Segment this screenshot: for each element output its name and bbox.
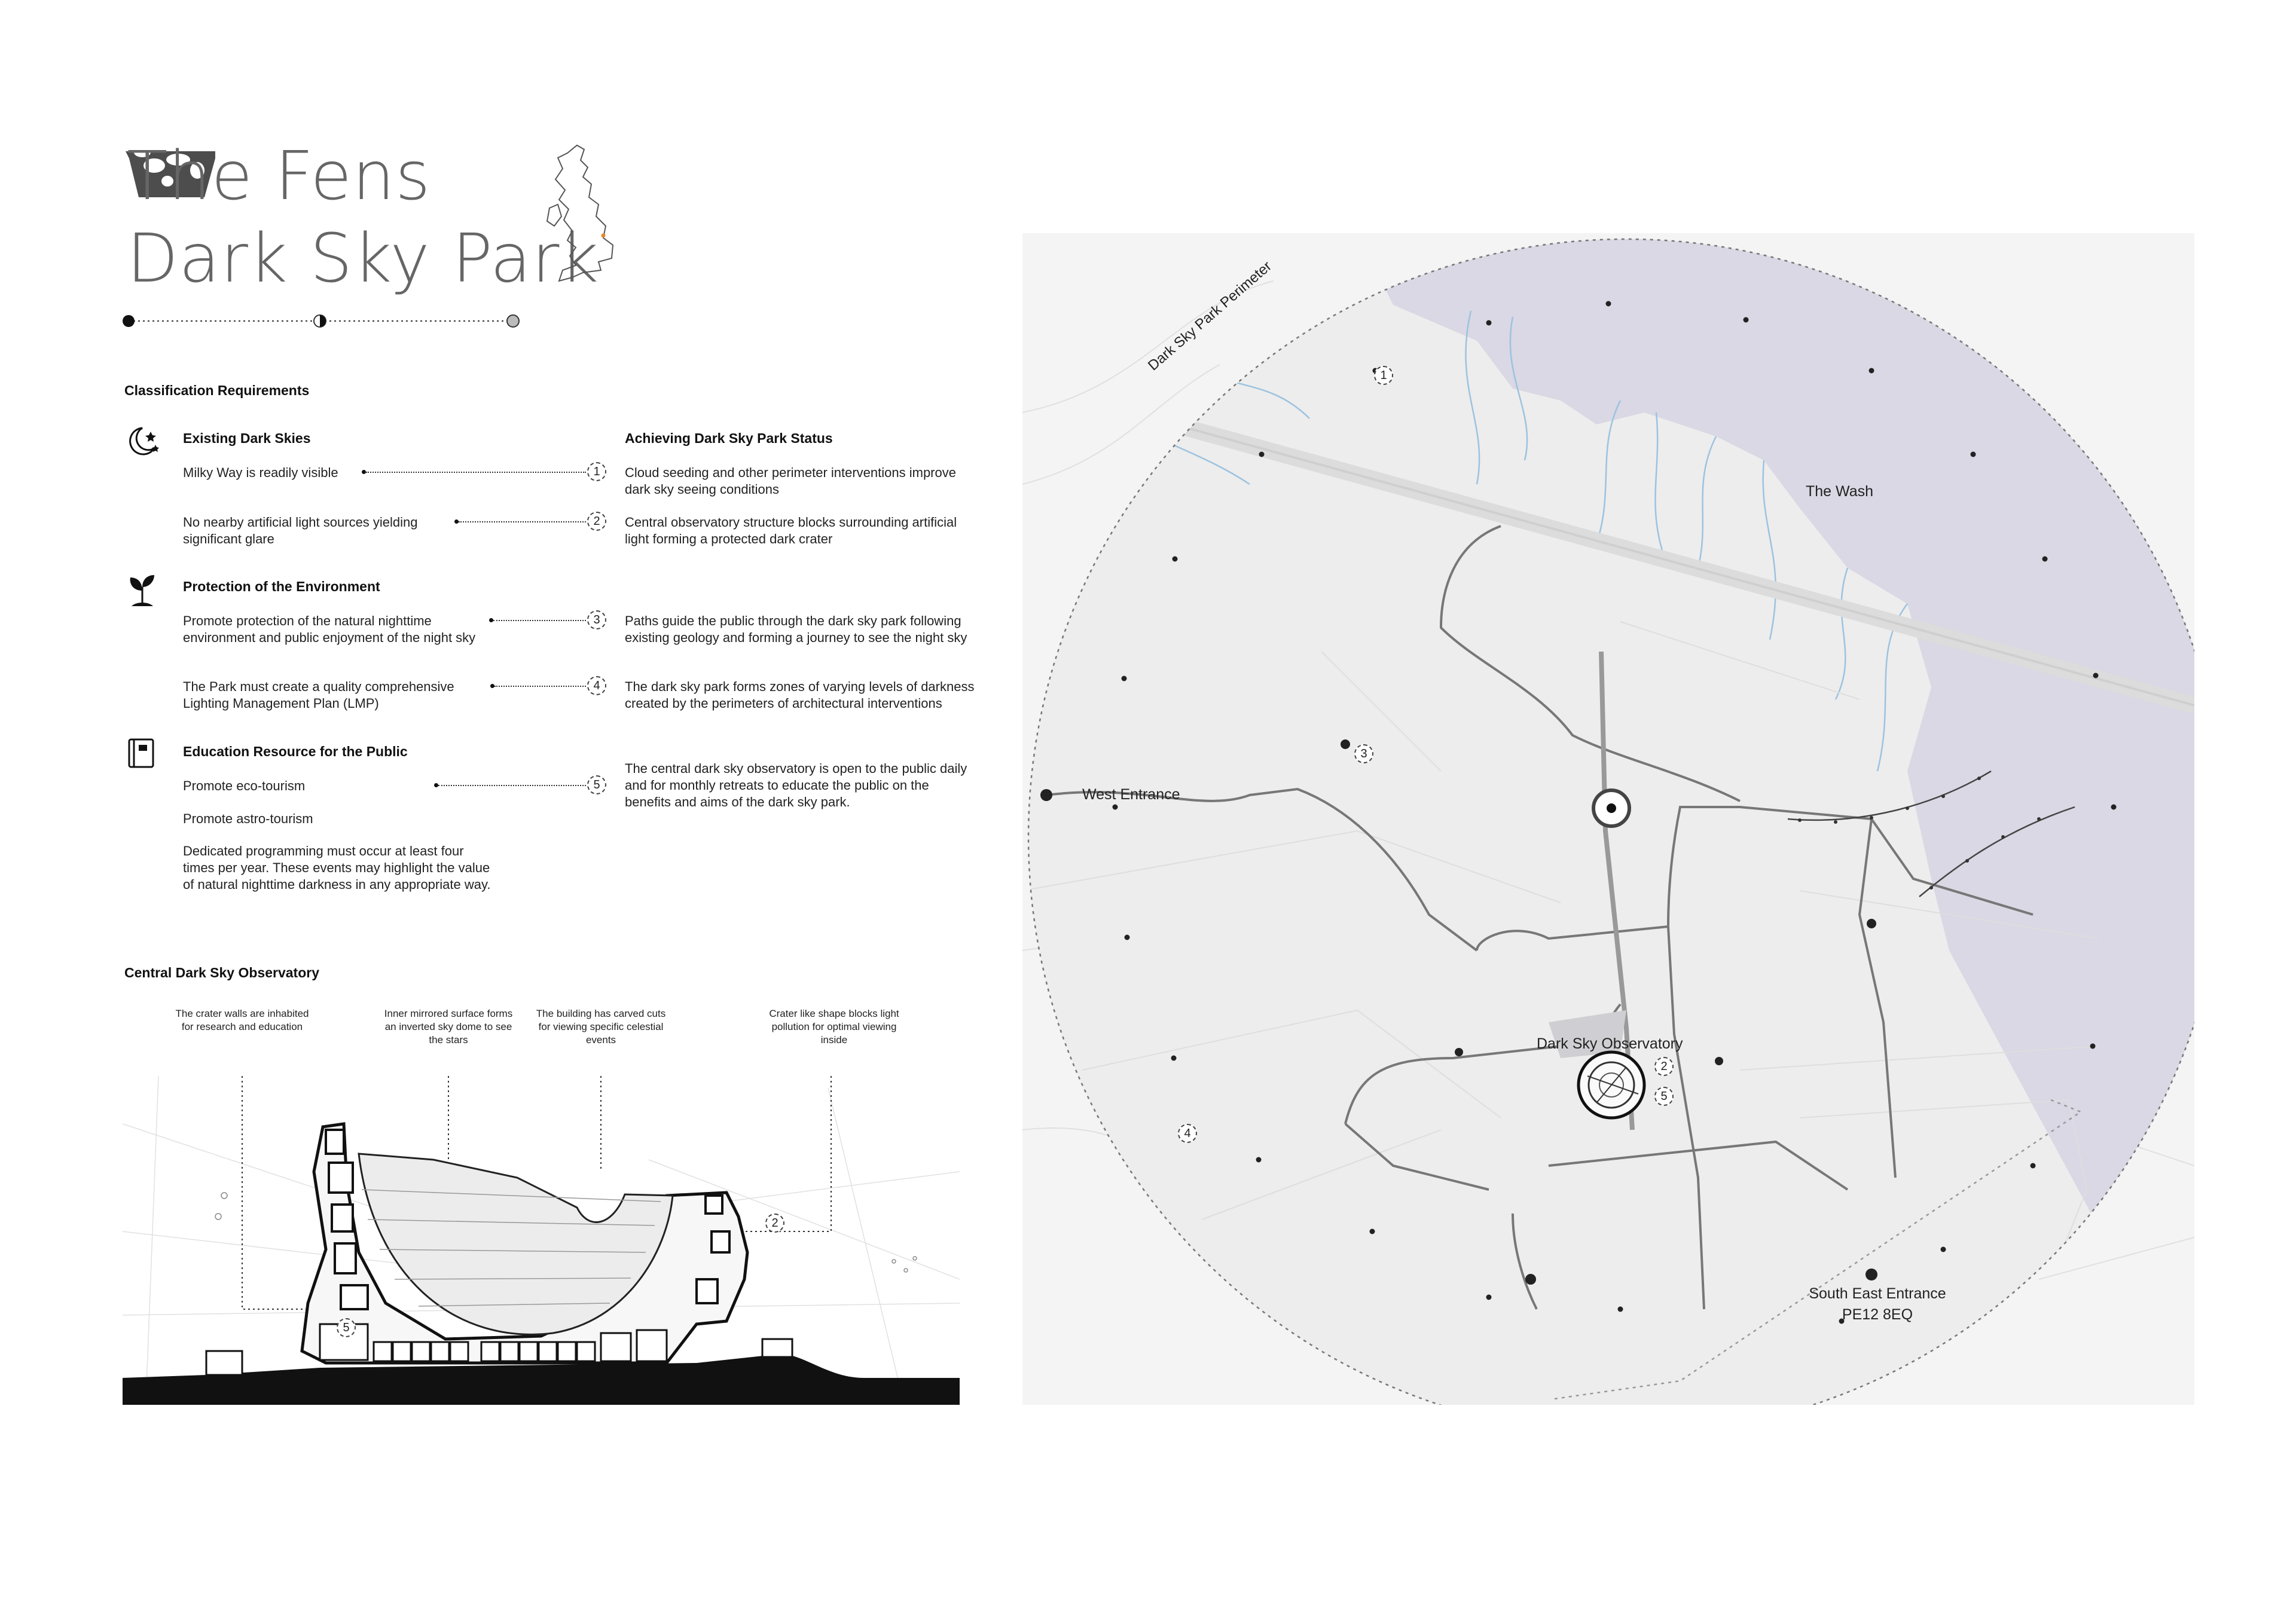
leader-line-4 [494,686,586,687]
achieving-status-heading: Achieving Dark Sky Park Status [625,430,833,446]
uk-map-icon [546,144,614,282]
requirement-text-2: No nearby artificial light sources yield… [183,515,418,546]
section-marker-2: 2 [765,1214,784,1233]
annotation-carved-cuts: The building has carved cuts for viewing… [536,1008,666,1046]
south-east-entrance-label: South East Entrance [1809,1285,1946,1302]
title-line-1: The Fens [127,137,431,215]
group-title-education-resource: Education Resource for the Public [183,744,408,759]
leader-line-1 [366,472,586,473]
leader-line-3 [493,620,586,621]
map-marker-1: 1 [1374,366,1393,385]
leader-dot-1 [362,470,366,474]
west-entrance-label: West Entrance [1082,786,1180,803]
leader-line-2 [459,521,586,522]
group-title-protection-environment: Protection of the Environment [183,579,380,594]
the-wash-label: The Wash [1806,483,1874,500]
title-line-2: Dark Sky Park [127,220,600,298]
group-title-existing-dark-skies: Existing Dark Skies [183,430,311,446]
requirement-text-1: Milky Way is readily visible [183,465,338,480]
response-text-2: Central observatory structure blocks sur… [625,515,957,546]
observatory-heading: Central Dark Sky Observatory [124,965,319,980]
leader-dot-2 [454,519,459,524]
marker-2: 2 [587,512,606,531]
response-text-3: Paths guide the public through the dark … [625,613,967,645]
map-marker-2: 2 [1654,1057,1674,1076]
site-map [1022,233,2194,1405]
progress-timeline [123,314,520,328]
marker-3: 3 [587,610,606,629]
requirement-text-4: The Park must create a quality comprehen… [183,679,454,711]
response-text-4: The dark sky park forms zones of varying… [625,679,975,711]
plant-sprout-icon [130,575,154,606]
response-text-5: The central dark sky observatory is open… [625,761,967,809]
observatory-section-drawing [123,1075,960,1405]
dark-sky-observatory-label: Dark Sky Observatory [1537,1035,1683,1052]
new-moon-icon [123,315,135,327]
postcode-label: PE12 8EQ [1842,1306,1913,1323]
requirement-text-6: Promote astro-tourism [183,811,313,826]
annotation-crater-walls: The crater walls are inhabited for resea… [175,1008,309,1032]
annotation-crater-shape: Crater like shape blocks light pollution… [769,1008,899,1046]
notebook-icon [128,738,154,768]
leader-line-5 [438,785,586,786]
requirement-text-7: Dedicated programming must occur at leas… [183,843,491,892]
requirement-text-3: Promote protection of the natural nightt… [183,613,476,645]
map-marker-3: 3 [1354,744,1373,763]
marker-5: 5 [587,775,606,794]
marker-1: 1 [587,462,606,481]
leader-dot-5 [434,783,438,787]
section-marker-5: 5 [337,1318,356,1337]
response-text-1: Cloud seeding and other perimeter interv… [625,465,956,497]
marker-4: 4 [587,676,606,695]
classification-heading: Classification Requirements [124,383,310,398]
leader-dot-3 [489,618,493,622]
leader-dot-4 [490,684,494,688]
map-marker-5: 5 [1654,1087,1674,1106]
requirement-text-5: Promote eco-tourism [183,778,306,793]
annotation-mirrored-surface: Inner mirrored surface forms an inverted… [384,1008,513,1046]
moon-stars-icon [129,427,159,456]
full-moon-icon [506,314,520,328]
map-marker-4: 4 [1178,1124,1197,1143]
fens-logo-icon [126,148,215,197]
